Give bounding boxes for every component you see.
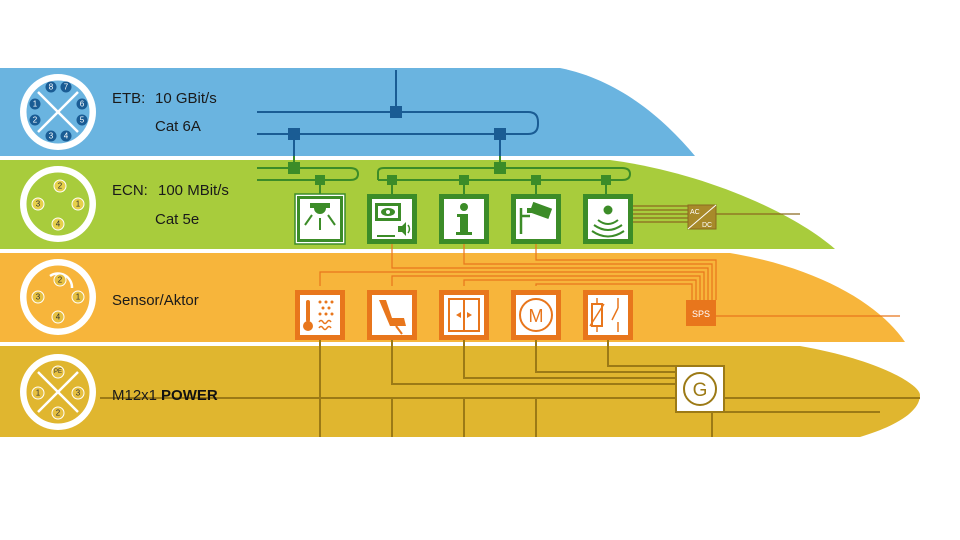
svg-text:4: 4 [64,132,69,141]
sensor-label: Sensor/Aktor [112,292,199,309]
etb-switch-node [390,106,402,118]
svg-text:DC: DC [702,222,712,229]
svg-text:3: 3 [76,389,81,398]
svg-text:SPS: SPS [692,309,710,319]
lighting-icon [294,193,346,245]
svg-text:1: 1 [76,200,81,209]
svg-text:5: 5 [80,116,85,125]
power-connector-icon: PE 1 2 3 [20,354,96,430]
motor-icon: M [511,290,561,340]
svg-text:3: 3 [49,132,54,141]
svg-text:1: 1 [33,100,38,109]
passenger-display-icon [367,194,417,244]
svg-text:2: 2 [33,116,38,125]
sensor-bus-lines [319,244,900,317]
svg-text:8: 8 [49,83,54,92]
etb-connector-icon: 8 7 1 6 2 5 3 4 [20,74,96,150]
ecn-power-lines [630,205,800,223]
svg-text:4: 4 [56,313,61,322]
svg-text:M: M [529,306,544,326]
etb-cable: Cat 6A [155,118,201,135]
information-icon [439,194,489,244]
signal-sensor-icon [583,194,633,244]
ecn-cable: Cat 5e [155,211,199,228]
climate-sensor-icon [295,290,345,340]
door-icon [439,290,489,340]
ecn-connector-icon: 2 3 1 4 [20,166,96,242]
svg-text:2: 2 [58,276,63,285]
acdc-converter-icon: AC DC [687,204,717,230]
svg-text:4: 4 [56,220,61,229]
svg-text:3: 3 [36,293,41,302]
svg-text:1: 1 [76,293,81,302]
camera-icon [511,194,561,244]
svg-text:PE: PE [54,369,62,375]
svg-text:1: 1 [36,389,41,398]
svg-text:G: G [693,380,708,401]
etb-label: ETB: [112,90,145,107]
seat-icon [367,290,417,340]
power-bus-lines [100,340,920,437]
ecn-speed: 100 MBit/s [158,182,229,199]
etb-speed: 10 GBit/s [155,90,217,107]
svg-text:7: 7 [64,83,69,92]
ecn-switch-nodes [288,162,611,185]
svg-text:6: 6 [80,100,85,109]
switch-icon [583,290,633,340]
svg-text:2: 2 [56,409,61,418]
svg-text:AC: AC [690,209,700,216]
sps-controller-icon: SPS [686,300,716,326]
svg-text:2: 2 [58,182,63,191]
etb-switch-node [494,128,506,140]
ecn-label: ECN: [112,182,148,199]
etb-switch-node [288,128,300,140]
generator-icon: G [675,365,725,413]
sensor-connector-icon: 2 3 1 4 [20,259,96,335]
svg-text:3: 3 [36,200,41,209]
